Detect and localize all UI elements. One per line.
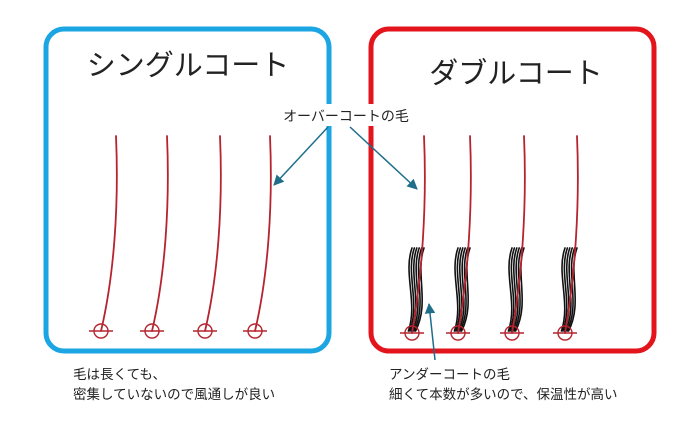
undercoat-hair [407,247,413,332]
guard-hair [511,135,526,334]
undercoat-hair [509,247,516,332]
double-coat-title: ダブルコート [429,56,602,90]
guard-hair [151,135,169,332]
undercoat-hair [566,247,576,332]
guard-hair [457,135,472,334]
double-coat-caption: アンダーコートの毛 細くて本数が多いので、保温性が高い [389,367,618,403]
overcoat-arrow-left [273,126,329,186]
single-coat-panel: シングルコート [43,26,332,354]
overcoat-label: オーバーコートの毛 [283,109,409,125]
undercoat-hair [560,247,566,332]
single-coat-caption-line2: 密集していないので風通しが良い [73,386,275,403]
guard-hair [411,135,426,334]
guard-hair [100,135,118,332]
undercoat-hair [513,247,523,332]
undercoat-hair [459,247,469,332]
undercoat-hair [562,247,569,332]
single-coat-hairs [89,135,272,339]
undercoat-hair [453,247,459,332]
overcoat-label-background [272,104,422,126]
single-coat-frame [43,26,332,354]
guard-hair [564,135,579,334]
undercoat-hair [511,247,520,332]
overcoat-callout: オーバーコートの毛 [272,104,422,190]
single-coat-caption: 毛は長くても、 密集していないので風通しが良い [73,367,275,403]
undercoat-hair [411,247,420,332]
undercoat-hair [507,247,513,332]
double-coat-caption-line1: アンダーコートの毛 [389,367,510,383]
double-coat-hairs [400,135,579,341]
double-coat-frame [368,26,657,354]
undercoat-hair [413,247,423,332]
undercoat-hair [409,247,416,332]
double-coat-caption-line2: 細くて本数が多いので、保温性が高い [389,386,618,403]
undercoat-arrow [424,302,436,361]
guard-hair [254,135,272,332]
undercoat-hair [455,247,462,332]
undercoat-hair [457,247,466,332]
undercoat-hair [564,247,573,332]
double-coat-panel: ダブルコート [368,26,657,354]
single-coat-title: シングルコート [87,48,289,82]
guard-hair [204,135,222,332]
overcoat-arrow-right [349,126,418,190]
single-coat-caption-line1: 毛は長くても、 [73,367,166,383]
